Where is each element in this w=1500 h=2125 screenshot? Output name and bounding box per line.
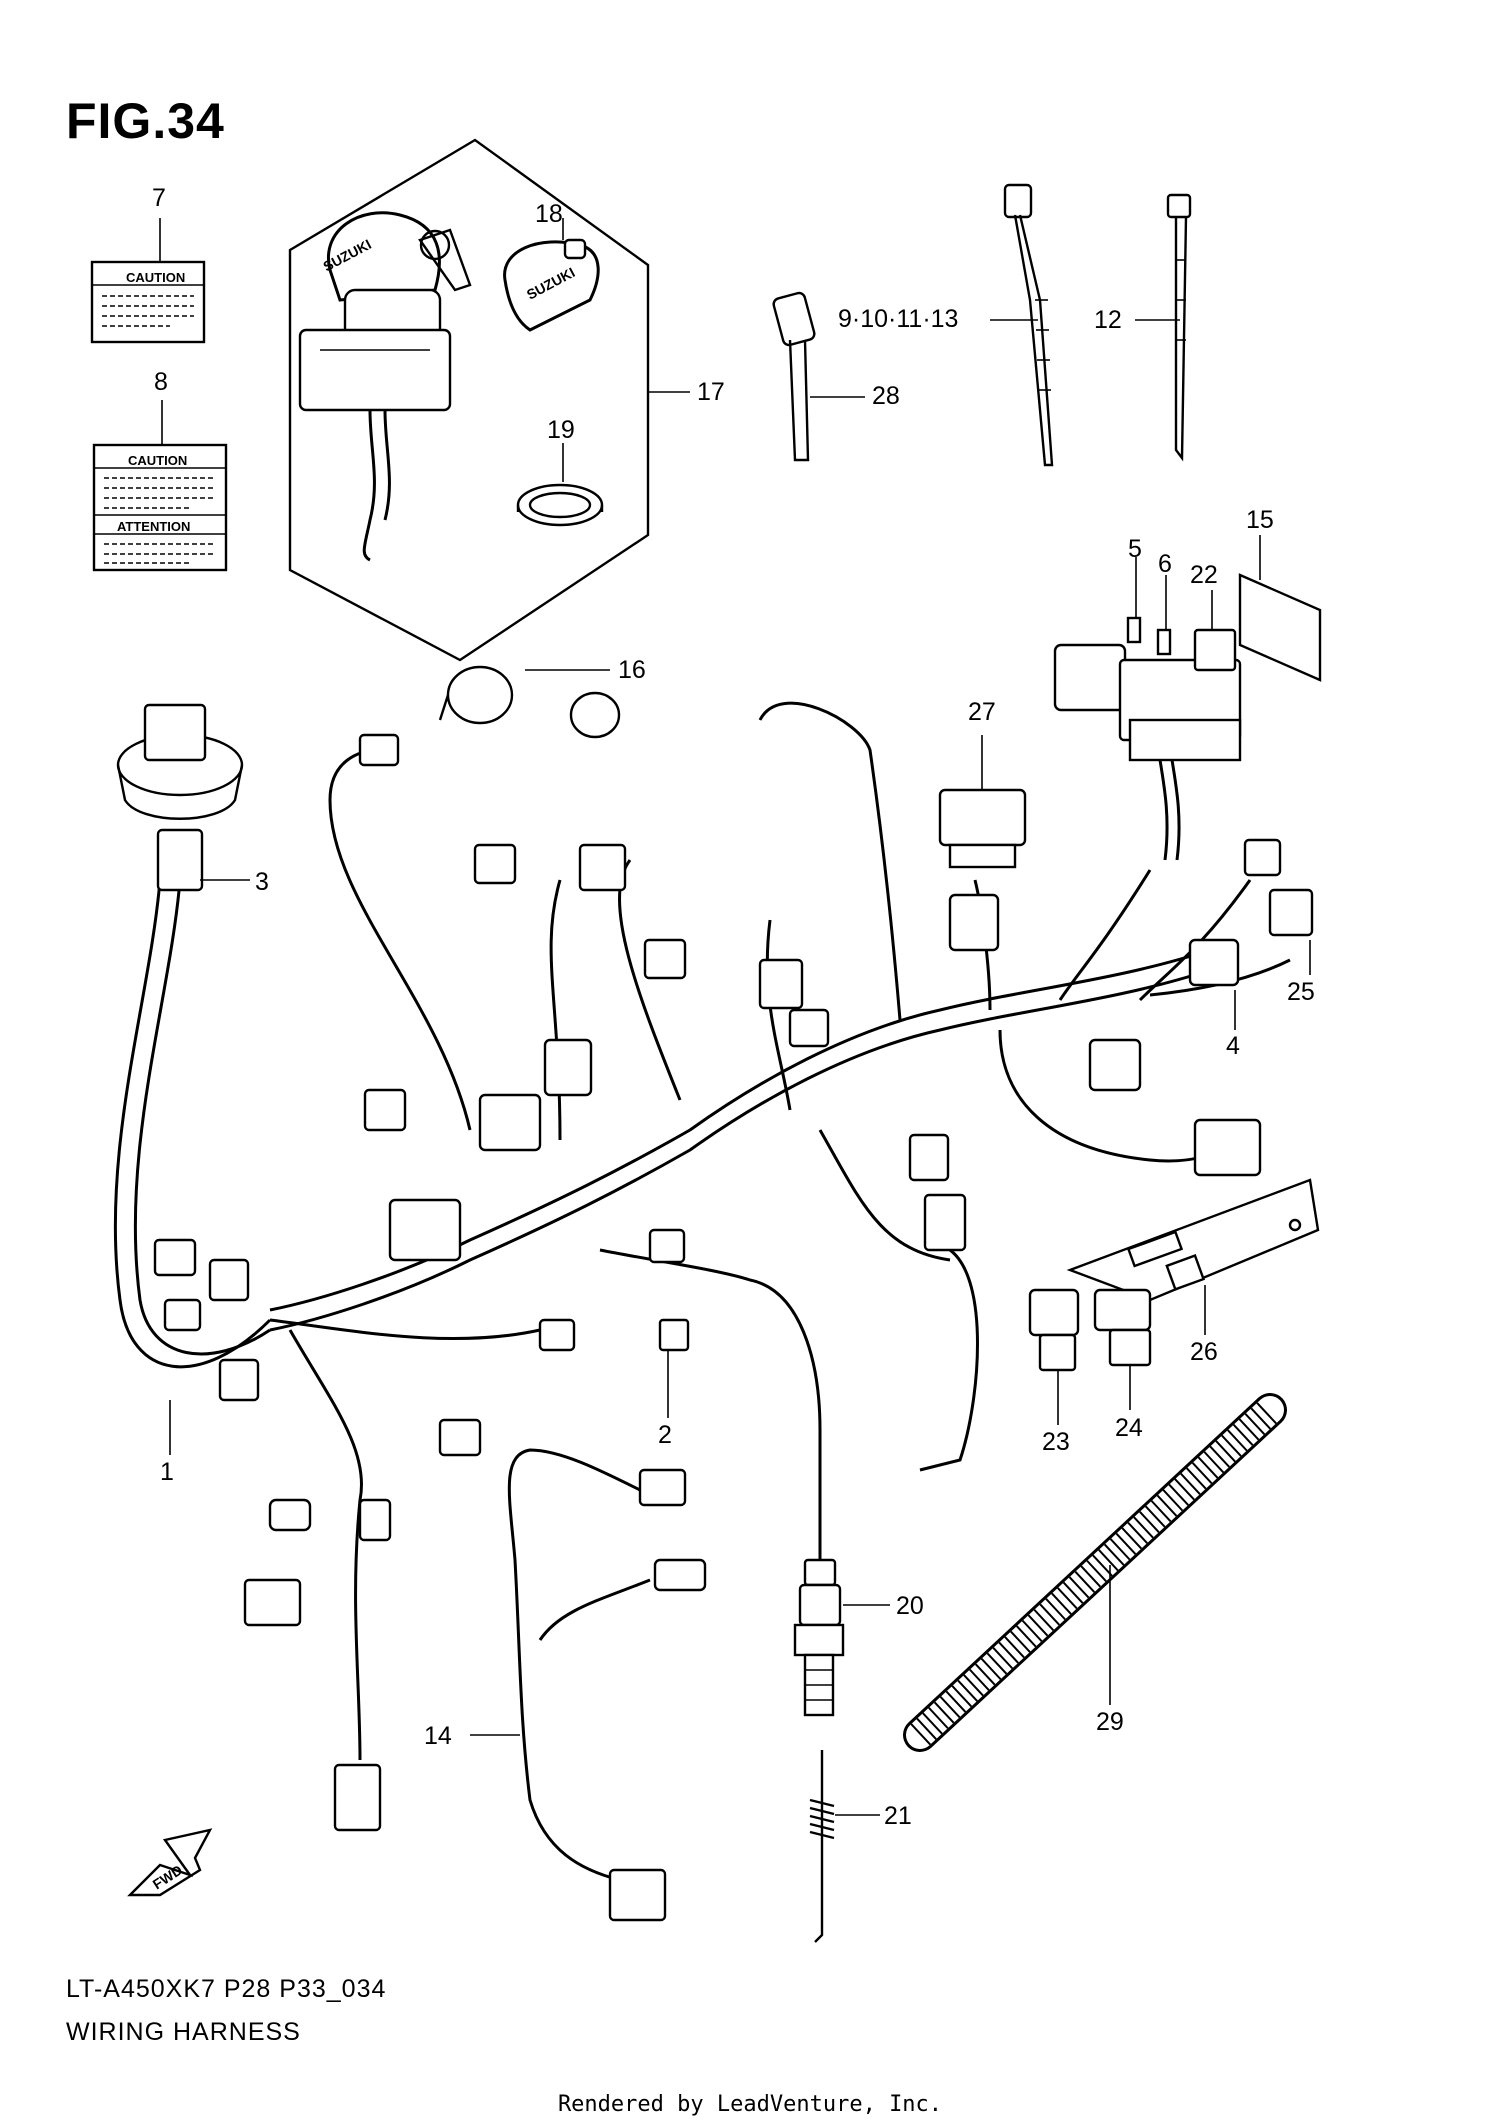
clamp-24 xyxy=(1093,1288,1152,1367)
callout-14: 14 xyxy=(424,1722,452,1750)
callout-22: 22 xyxy=(1190,561,1218,589)
spring-21 xyxy=(809,1750,835,1943)
main-harness-1 xyxy=(113,701,1314,1832)
callout-9-13: 9·10·11·13 xyxy=(838,305,959,333)
fuse-box xyxy=(1053,643,1242,861)
clamp-23 xyxy=(1028,1288,1080,1372)
fwd-arrow-icon xyxy=(127,1828,213,1897)
corrugated-tube-29 xyxy=(903,1393,1287,1752)
model-code: LT-A450XK7 P28 P33_034 xyxy=(66,1975,387,2003)
callout-23: 23 xyxy=(1042,1428,1070,1456)
key-28 xyxy=(772,291,816,462)
callout-7: 7 xyxy=(152,184,166,212)
ignition-switch-group-outline xyxy=(288,138,650,662)
callout-27: 27 xyxy=(968,698,996,726)
callout-26: 26 xyxy=(1190,1338,1218,1366)
callout-25: 25 xyxy=(1287,978,1315,1006)
callout-3: 3 xyxy=(255,868,269,896)
callout-12: 12 xyxy=(1094,306,1122,334)
callout-15: 15 xyxy=(1246,506,1274,534)
callout-17: 17 xyxy=(697,378,725,406)
callout-2: 2 xyxy=(658,1421,672,1449)
bracket-15 xyxy=(1238,573,1322,682)
callout-8: 8 xyxy=(154,368,168,396)
fuse-6 xyxy=(1156,628,1172,656)
relay-27 xyxy=(938,788,1027,869)
relay-22 xyxy=(1193,628,1237,672)
lock-ring-19 xyxy=(516,483,604,527)
fuse-5 xyxy=(1126,616,1142,644)
callout-16: 16 xyxy=(618,656,646,684)
callout-18: 18 xyxy=(535,200,563,228)
figure-name: WIRING HARNESS xyxy=(66,2018,301,2046)
caution-text-8: CAUTION xyxy=(128,453,187,468)
bracket-26 xyxy=(1066,1178,1320,1302)
sub-harness-14 xyxy=(507,1448,707,1922)
render-credit: Rendered by LeadVenture, Inc. xyxy=(557,2092,943,2117)
callout-29: 29 xyxy=(1096,1708,1124,1736)
callout-19: 19 xyxy=(547,416,575,444)
cable-tie-9-13 xyxy=(1003,183,1054,467)
socket-16 xyxy=(438,665,621,739)
sensor-20 xyxy=(793,1558,845,1717)
callout-5: 5 xyxy=(1128,535,1142,563)
callout-20: 20 xyxy=(896,1592,924,1620)
callout-4: 4 xyxy=(1226,1032,1240,1060)
callout-24: 24 xyxy=(1115,1414,1143,1442)
cable-tie-12 xyxy=(1166,193,1192,462)
caution-label-7 xyxy=(90,260,206,344)
figure-title: FIG.34 xyxy=(66,93,225,149)
ignition-switch-18 xyxy=(298,211,472,562)
attention-text-8: ATTENTION xyxy=(117,519,190,534)
caution-text-7: CAUTION xyxy=(126,270,185,285)
callout-28: 28 xyxy=(872,382,900,410)
switch-cap-18 xyxy=(503,238,600,332)
callout-6: 6 xyxy=(1158,550,1172,578)
callout-1: 1 xyxy=(160,1458,174,1486)
caution-label-8 xyxy=(92,443,228,572)
callout-21: 21 xyxy=(884,1802,912,1830)
